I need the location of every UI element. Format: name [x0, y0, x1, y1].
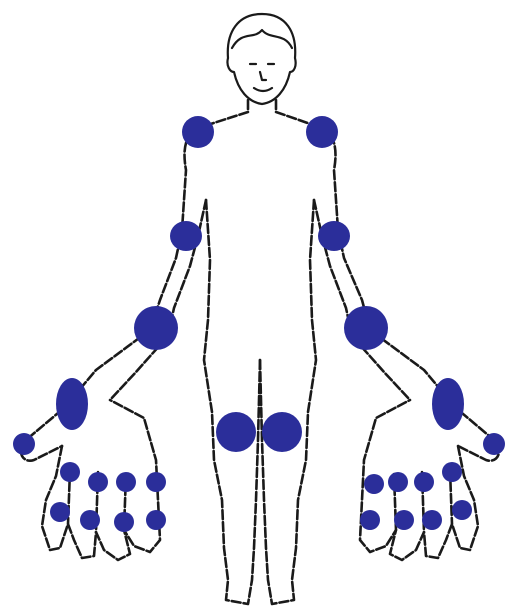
- joint-pip-left-4: [360, 510, 380, 530]
- joint-knee-left: [262, 412, 302, 452]
- joint-pip-right-2: [80, 510, 100, 530]
- joint-knee-right: [216, 412, 256, 452]
- joint-mcp-right-1: [60, 462, 80, 482]
- joint-wrist-right: [134, 306, 178, 350]
- joint-mcp-right-2: [88, 472, 108, 492]
- joint-elbow-left: [318, 221, 350, 251]
- joint-mcp-right-3: [116, 472, 136, 492]
- joint-thumb-base-right: [56, 378, 88, 430]
- joint-mcp-left-1: [442, 462, 462, 482]
- joint-thumb-tip-right: [13, 433, 35, 455]
- joint-pip-left-2: [422, 510, 442, 530]
- joint-thumb-tip-left: [483, 433, 505, 455]
- joint-thumb-base-left: [432, 378, 464, 430]
- joint-pip-left-3: [394, 510, 414, 530]
- joint-elbow-right: [170, 221, 202, 251]
- joint-mcp-left-4: [364, 474, 384, 494]
- joint-markers: [13, 116, 505, 532]
- joint-pip-right-4: [146, 510, 166, 530]
- joint-mcp-left-3: [388, 472, 408, 492]
- joint-pip-right-1: [50, 502, 70, 522]
- head: [227, 14, 295, 104]
- joint-shoulder-left: [306, 116, 338, 148]
- joint-wrist-left: [344, 306, 388, 350]
- joint-mcp-left-2: [414, 472, 434, 492]
- joint-pip-left-1: [452, 500, 472, 520]
- joint-shoulder-right: [182, 116, 214, 148]
- joint-pip-right-3: [114, 512, 134, 532]
- joint-mcp-right-4: [146, 472, 166, 492]
